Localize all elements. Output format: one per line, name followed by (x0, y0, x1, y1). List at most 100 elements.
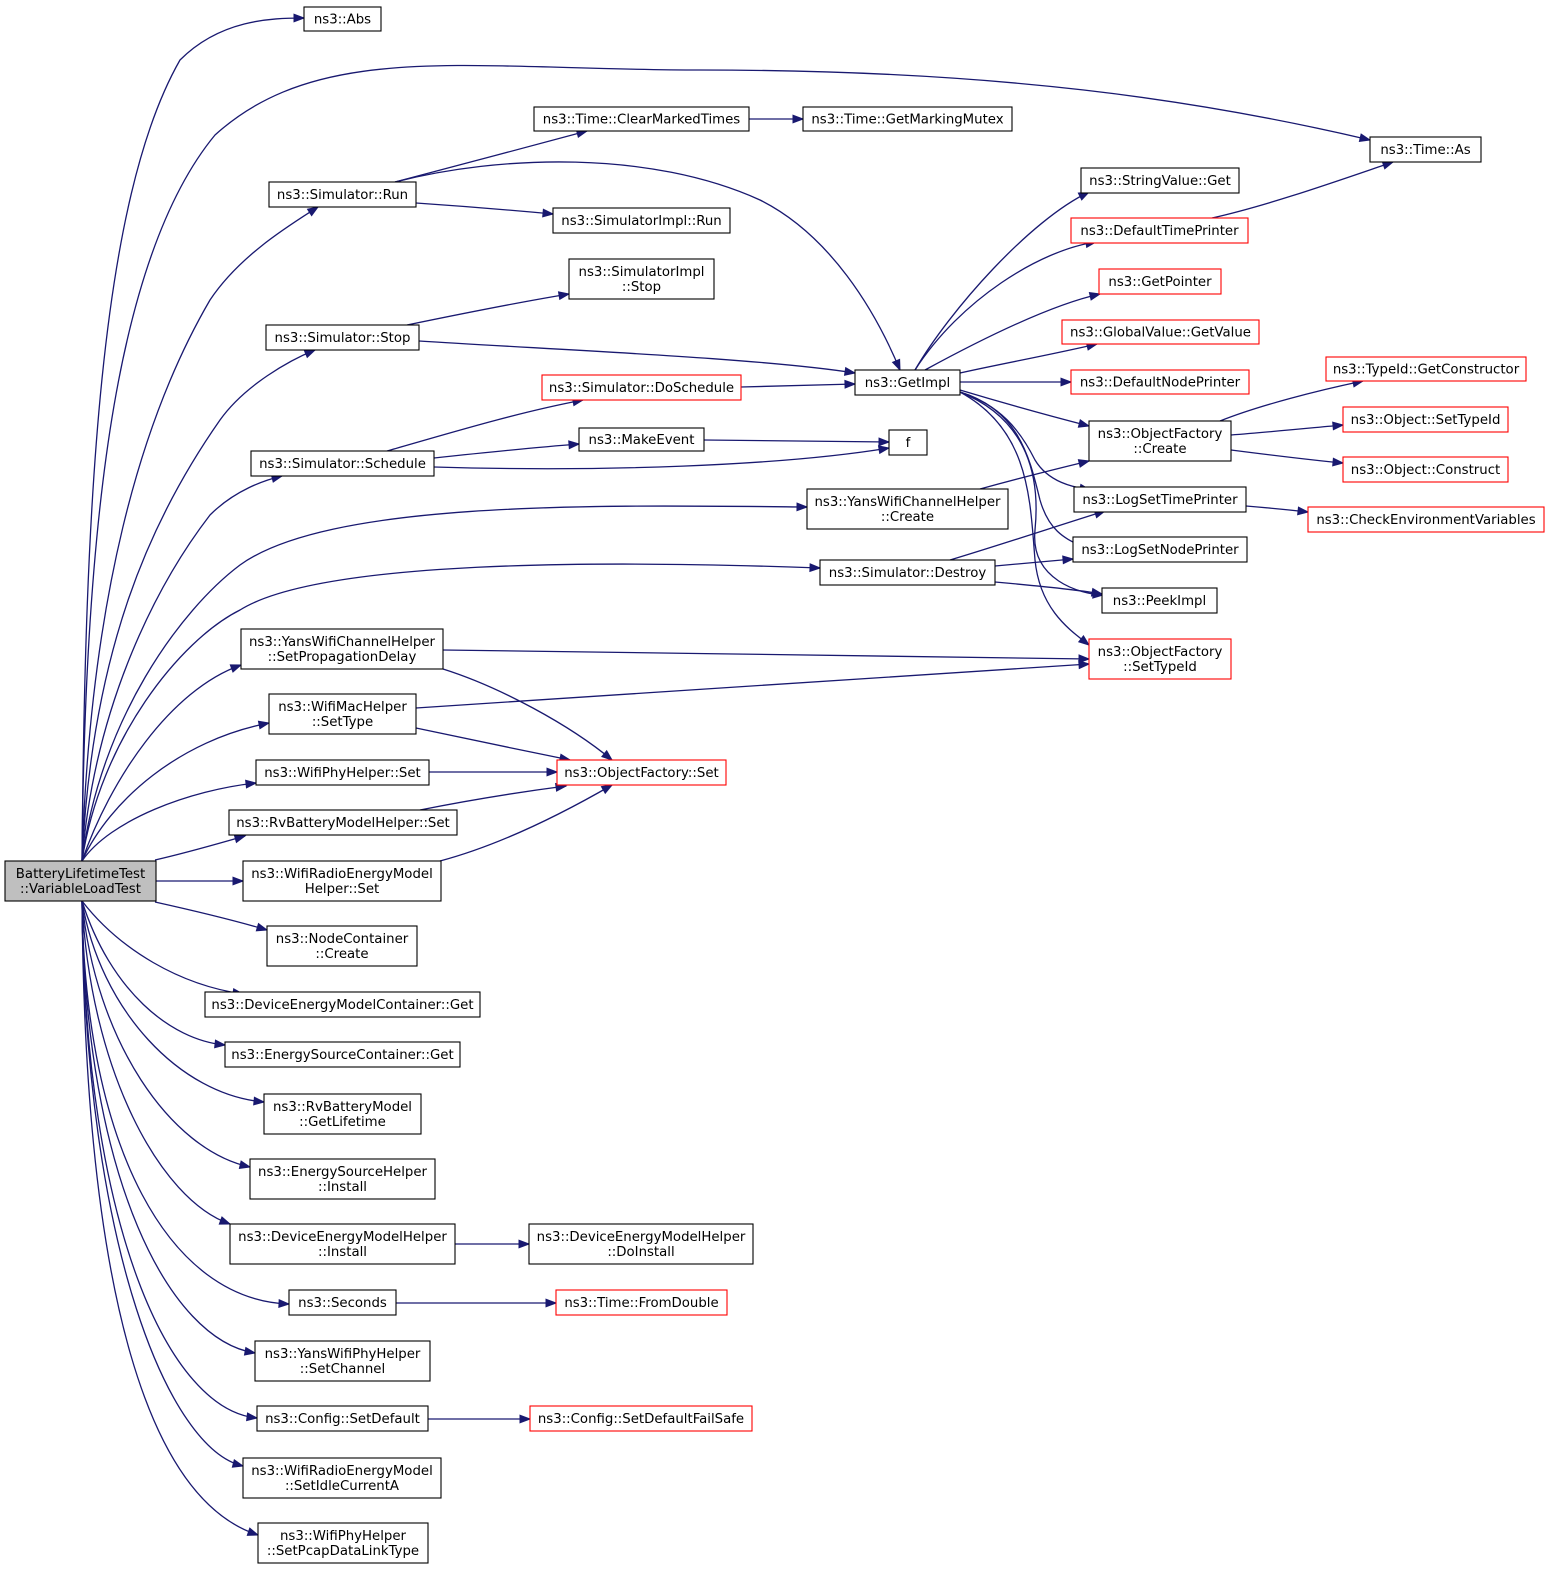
node-ns3-deviceenergymodelcontainer-get[interactable]: ns3::DeviceEnergyModelContainer::Get (204, 991, 481, 1018)
node-label-line: ns3::WifiRadioEnergyModel (251, 1464, 433, 1479)
edge-root-to-energysource_container_get (81, 900, 227, 1049)
node-ns3-simulator-run[interactable]: ns3::Simulator::Run (268, 181, 417, 208)
node-ns3-defaulttimeprinter[interactable]: ns3::DefaultTimePrinter (1070, 217, 1249, 244)
node-ns3-yanswifiphyhelper-setchannel[interactable]: ns3::YansWifiPhyHelper::SetChannel (254, 1340, 431, 1382)
node-ns3-energysourcehelper-install[interactable]: ns3::EnergySourceHelper::Install (249, 1158, 436, 1200)
node-ns3-peekimpl[interactable]: ns3::PeekImpl (1101, 587, 1218, 614)
node-box (266, 925, 418, 967)
node-ns3-seconds[interactable]: ns3::Seconds (288, 1289, 397, 1316)
node-label-line: ::Create (1133, 442, 1186, 457)
node-ns3-wifiphyhelper-setpcapdatalinktype[interactable]: ns3::WifiPhyHelper::SetPcapDataLinkType (257, 1522, 429, 1564)
node-box (854, 369, 961, 396)
edge-objectfactory_create-to-object_settypeid (1230, 421, 1345, 436)
node-label-line: ns3::DefaultNodePrinter (1080, 376, 1241, 391)
node-ns3-objectfactory-set[interactable]: ns3::ObjectFactory::Set (556, 759, 727, 786)
node-ns3-abs[interactable]: ns3::Abs (303, 6, 382, 32)
node-ns3-logsettimeprinter[interactable]: ns3::LogSetTimePrinter (1073, 486, 1247, 513)
node-ns3-rvbatterymodel-getlifetime[interactable]: ns3::RvBatteryModel::GetLifetime (263, 1093, 422, 1135)
node-ns3-yanswifichannelhelper-setpropagationdelay[interactable]: ns3::YansWifiChannelHelper::SetPropagati… (240, 628, 444, 670)
node-ns3-simulator-doschedule[interactable]: ns3::Simulator::DoSchedule (541, 374, 742, 401)
node-ns3-rvbatterymodelhelper-set[interactable]: ns3::RvBatteryModelHelper::Set (228, 809, 458, 836)
node-box (1342, 456, 1509, 483)
node-label-line: ::SetType (312, 715, 373, 730)
node-ns3-wifiphyhelper-set[interactable]: ns3::WifiPhyHelper::Set (255, 759, 430, 786)
edge-objectfactory_create-to-object_construct (1230, 449, 1345, 467)
arrowhead (278, 1298, 291, 1309)
node-ns3-objectfactory-create[interactable]: ns3::ObjectFactory::Create (1088, 420, 1232, 462)
node-label-line: ns3::Object::SetTypeId (1351, 413, 1501, 428)
node-ns3-simulator-destroy[interactable]: ns3::Simulator::Destroy (819, 559, 996, 586)
node-ns3-objectfactory-settypeid[interactable]: ns3::ObjectFactory::SetTypeId (1088, 638, 1232, 680)
arrowhead (809, 563, 822, 573)
edge-root-to-rvbattery_getlifetime (81, 900, 266, 1106)
arrowhead (601, 749, 614, 761)
node-label-line: ::Install (318, 1180, 367, 1195)
node-label-line: ns3::YansWifiChannelHelper (249, 635, 436, 650)
node-ns3-simulator-stop[interactable]: ns3::Simulator::Stop (265, 324, 420, 351)
node-label-line: ns3::ObjectFactory (1098, 427, 1223, 442)
node-ns3-wifiradioenergymodel-setidlecurrenta[interactable]: ns3::WifiRadioEnergyModel::SetIdleCurren… (242, 1457, 442, 1499)
node-box (242, 1457, 442, 1499)
node-label-line: ::SetChannel (300, 1362, 385, 1377)
node-box (4, 860, 157, 902)
node-ns3-checkenvironmentvariables[interactable]: ns3::CheckEnvironmentVariables (1307, 506, 1545, 533)
node-box (1070, 217, 1249, 244)
node-ns3-time-as[interactable]: ns3::Time::As (1369, 136, 1482, 163)
node-label-line: ns3::EnergySourceHelper (258, 1165, 427, 1180)
node-ns3-logsetnodeprinter[interactable]: ns3::LogSetNodePrinter (1072, 536, 1248, 563)
arrowhead (229, 664, 243, 673)
node-ns3-yanswifichannelhelper-create[interactable]: ns3::YansWifiChannelHelper::Create (806, 488, 1009, 530)
node-box (552, 207, 731, 234)
node-f[interactable]: f (888, 429, 928, 456)
node-ns3-getpointer[interactable]: ns3::GetPointer (1098, 268, 1222, 295)
node-box (802, 106, 1013, 132)
node-ns3-time-getmarkingmutex[interactable]: ns3::Time::GetMarkingMutex (802, 106, 1013, 132)
arrowhead (891, 358, 901, 372)
node-box (1369, 136, 1482, 163)
node-label-line: ns3::DefaultTimePrinter (1080, 224, 1239, 239)
arrowhead (545, 1298, 558, 1308)
arrowhead (218, 1216, 232, 1225)
edge-sim_destroy-to-log_set_node_printer (994, 555, 1075, 567)
node-ns3-config-setdefault[interactable]: ns3::Config::SetDefault (256, 1405, 429, 1432)
node-label-line: ::GetLifetime (299, 1115, 386, 1130)
root-node-batterylifetimetest-variableloadtest[interactable]: BatteryLifetimeTest::VariableLoadTest (4, 860, 157, 902)
edge-sim_run-to-simimpl_run (415, 202, 555, 218)
node-ns3-deviceenergymodelhelper-doinstall[interactable]: ns3::DeviceEnergyModelHelper::DoInstall (528, 1223, 754, 1265)
node-ns3-wifimachelper-settype[interactable]: ns3::WifiMacHelper::SetType (268, 693, 417, 735)
node-label-line: ns3::Seconds (298, 1296, 387, 1311)
arrowhead (238, 1160, 252, 1170)
node-ns3-time-clearmarkedtimes[interactable]: ns3::Time::ClearMarkedTimes (533, 106, 750, 132)
arrowhead (303, 349, 317, 359)
node-ns3-defaultnodeprinter[interactable]: ns3::DefaultNodePrinter (1070, 369, 1250, 395)
node-ns3-object-settypeid[interactable]: ns3::Object::SetTypeId (1342, 406, 1509, 433)
node-ns3-nodecontainer-create[interactable]: ns3::NodeContainer::Create (266, 925, 418, 967)
node-ns3-object-construct[interactable]: ns3::Object::Construct (1342, 456, 1509, 483)
edge-yans_set_prop_delay-to-objectfactory_set (442, 668, 614, 761)
edge-wifimac_settype-to-objectfactory_settypeid (415, 660, 1091, 709)
node-ns3-getimpl[interactable]: ns3::GetImpl (854, 369, 961, 396)
node-box (556, 759, 727, 786)
arrowhead (1381, 161, 1395, 170)
node-ns3-time-fromdouble[interactable]: ns3::Time::FromDouble (555, 1289, 728, 1316)
node-ns3-simulatorimpl-stop[interactable]: ns3::SimulatorImpl::Stop (568, 258, 715, 300)
node-ns3-energysourcecontainer-get[interactable]: ns3::EnergySourceContainer::Get (224, 1041, 461, 1068)
node-box (1088, 420, 1232, 462)
node-box (578, 427, 705, 452)
node-ns3-deviceenergymodelhelper-install[interactable]: ns3::DeviceEnergyModelHelper::Install (229, 1223, 456, 1265)
edge-yans_channel_create-to-objectfactory_create (979, 459, 1091, 490)
node-box (568, 258, 715, 300)
node-label-line: ns3::WifiRadioEnergyModel (251, 867, 433, 882)
node-ns3-typeid-getconstructor[interactable]: ns3::TypeId::GetConstructor (1325, 356, 1527, 382)
node-ns3-config-setdefaultfailsafe[interactable]: ns3::Config::SetDefaultFailSafe (529, 1405, 753, 1432)
node-ns3-makeevent[interactable]: ns3::MakeEvent (578, 427, 705, 452)
node-ns3-simulator-schedule[interactable]: ns3::Simulator::Schedule (250, 450, 435, 477)
edge-root-to-config_setdefault (81, 900, 259, 1422)
arrowhead (796, 502, 809, 512)
node-ns3-globalvalue-getvalue[interactable]: ns3::GlobalValue::GetValue (1061, 319, 1260, 345)
node-ns3-stringvalue-get[interactable]: ns3::StringValue::Get (1080, 167, 1240, 194)
node-box (1325, 356, 1527, 382)
node-ns3-simulatorimpl-run[interactable]: ns3::SimulatorImpl::Run (552, 207, 731, 234)
node-label-line: ns3::EnergySourceContainer::Get (231, 1048, 453, 1063)
